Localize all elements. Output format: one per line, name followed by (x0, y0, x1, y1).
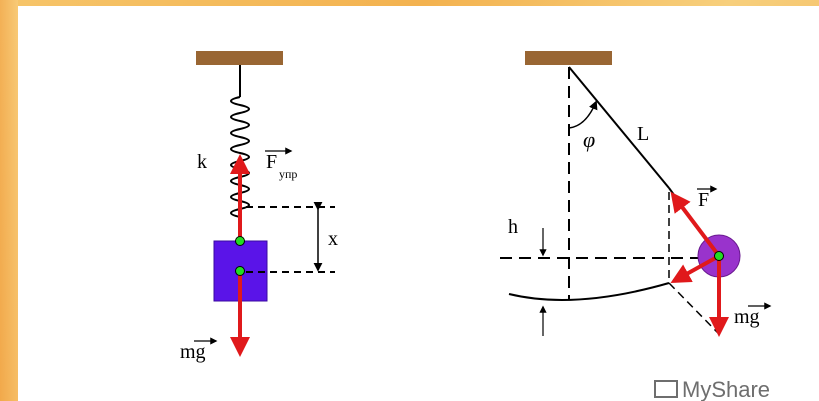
spring-constant-label: k (197, 151, 207, 173)
block-center-point (235, 266, 245, 276)
spring-force-label: F (266, 151, 277, 173)
pendulum-string (568, 66, 670, 189)
pendulum-force-vector (670, 191, 721, 258)
angle-label: φ (583, 127, 595, 152)
spring-force-subscript: упр (279, 167, 297, 181)
bob-center-point (714, 251, 724, 261)
spring-weight-label: mg (180, 341, 206, 363)
angle-arc (568, 100, 598, 129)
decomposition-diagonal-dash (668, 282, 719, 334)
extension-label: x (328, 228, 338, 250)
left-border-decoration (0, 0, 18, 401)
trajectory-arc (508, 282, 670, 301)
watermark-logo: MyShare (654, 378, 819, 401)
pendulum-support (525, 51, 612, 65)
pendulum-weight-label: mg (734, 306, 760, 328)
spring-support (196, 51, 283, 65)
length-label: L (637, 123, 649, 145)
pendulum-force-label: F (698, 189, 709, 211)
height-label: h (508, 216, 518, 238)
pendulum-tangent-vector (670, 254, 720, 283)
spring-attach-point (235, 236, 245, 246)
chart-icon (654, 380, 678, 398)
watermark-text: MyShare (682, 378, 771, 401)
